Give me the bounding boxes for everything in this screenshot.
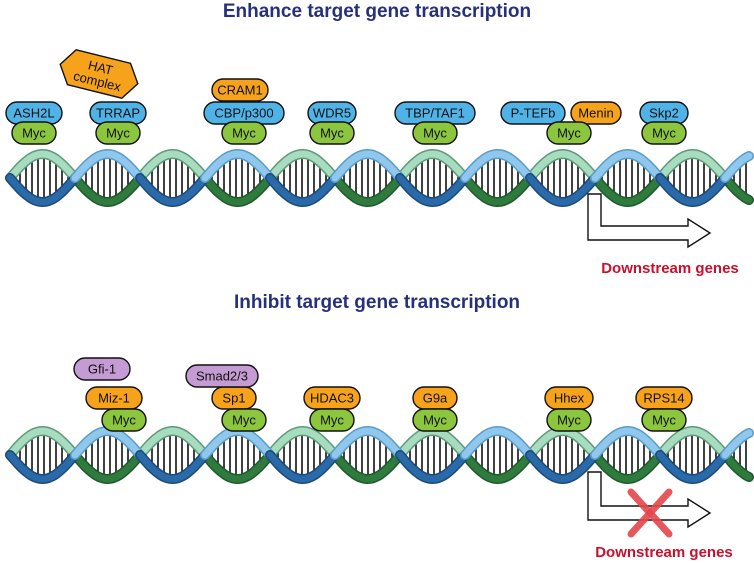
myc-protein: Myc bbox=[412, 408, 458, 432]
myc-protein-label: Myc bbox=[106, 126, 130, 141]
protein-cbp-p300: CBP/p300 bbox=[203, 101, 285, 125]
myc-protein-label: Myc bbox=[557, 413, 581, 428]
myc-protein-label: Myc bbox=[652, 413, 676, 428]
myc-protein: Myc bbox=[221, 408, 267, 432]
myc-protein: Myc bbox=[95, 121, 141, 145]
protein-cram1-label: CRAM1 bbox=[217, 83, 263, 98]
myc-protein: Myc bbox=[641, 121, 687, 145]
protein-ash2l-label: ASH2L bbox=[13, 106, 54, 121]
transcription-arrow-enhance bbox=[587, 193, 712, 249]
myc-protein: Myc bbox=[221, 121, 267, 145]
protein-sp1-label: Sp1 bbox=[222, 391, 245, 406]
dna-strand-b bbox=[5, 425, 754, 485]
protein-skp2-label: Skp2 bbox=[649, 106, 679, 121]
protein-menin-label: Menin bbox=[578, 106, 613, 121]
dna-helix-inhibit bbox=[5, 425, 754, 485]
protein-g9a: G9a bbox=[412, 386, 458, 410]
myc-protein-label: Myc bbox=[423, 413, 447, 428]
myc-protein-label: Myc bbox=[112, 413, 136, 428]
transcription-arrow-inhibit bbox=[587, 471, 712, 529]
protein-gfi-1-label: Gfi-1 bbox=[88, 362, 116, 377]
protein-hdac3-label: HDAC3 bbox=[310, 391, 354, 406]
downstream-genes-label-inhibit: Downstream genes bbox=[595, 544, 733, 561]
myc-protein-label: Myc bbox=[423, 126, 447, 141]
myc-protein: Myc bbox=[546, 408, 592, 432]
protein-trrap: TRRAP bbox=[89, 101, 147, 125]
protein-wdr5-label: WDR5 bbox=[313, 106, 351, 121]
dna-strand-a bbox=[5, 425, 754, 485]
protein-smad2-3: Smad2/3 bbox=[185, 364, 259, 388]
myc-protein: Myc bbox=[309, 121, 355, 145]
inhibit-title: Inhibit target gene transcription bbox=[234, 292, 520, 313]
downstream-genes-label-enhance: Downstream genes bbox=[601, 260, 739, 277]
dna-strand-b bbox=[5, 148, 754, 208]
blocked-transcription-icon bbox=[627, 488, 673, 538]
myc-protein: Myc bbox=[641, 408, 687, 432]
protein-cbp-p300-label: CBP/p300 bbox=[214, 106, 273, 121]
dna-helix-enhance bbox=[5, 148, 754, 208]
protein-cram1: CRAM1 bbox=[211, 78, 269, 102]
dna-strand-a bbox=[5, 148, 754, 208]
protein-p-tefb-label: P-TEFb bbox=[511, 106, 556, 121]
protein-p-tefb: P-TEFb bbox=[500, 101, 566, 125]
myc-protein-label: Myc bbox=[320, 126, 344, 141]
hat-complex-label-1: HAT bbox=[87, 57, 115, 78]
myc-protein-label: Myc bbox=[320, 413, 344, 428]
protein-tbp-taf1: TBP/TAF1 bbox=[394, 101, 476, 125]
protein-skp2: Skp2 bbox=[639, 101, 689, 125]
enhance-title: Enhance target gene transcription bbox=[223, 1, 531, 22]
protein-trrap-label: TRRAP bbox=[96, 106, 140, 121]
protein-rps14-label: RPS14 bbox=[643, 391, 684, 406]
myc-protein-label: Myc bbox=[652, 126, 676, 141]
myc-protein-label: Myc bbox=[232, 413, 256, 428]
transcription-start-arrow bbox=[587, 471, 712, 529]
myc-protein: Myc bbox=[309, 408, 355, 432]
protein-miz-1: Miz-1 bbox=[85, 386, 143, 410]
protein-gfi-1: Gfi-1 bbox=[73, 357, 131, 381]
protein-sp1: Sp1 bbox=[211, 386, 257, 410]
protein-smad2-3-label: Smad2/3 bbox=[196, 369, 248, 384]
myc-protein: Myc bbox=[101, 408, 147, 432]
myc-protein-label: Myc bbox=[557, 126, 581, 141]
myc-protein-label: Myc bbox=[22, 126, 46, 141]
protein-g9a-label: G9a bbox=[423, 391, 448, 406]
transcription-start-arrow bbox=[587, 193, 712, 249]
protein-miz-1-label: Miz-1 bbox=[98, 391, 130, 406]
protein-tbp-taf1-label: TBP/TAF1 bbox=[405, 106, 465, 121]
protein-hdac3: HDAC3 bbox=[303, 386, 361, 410]
myc-protein-label: Myc bbox=[232, 126, 256, 141]
protein-complexes-inhibit: Miz-1Gfi-1MycSp1Smad2/3MycHDAC3MycG9aMyc… bbox=[73, 357, 693, 432]
protein-hhex-label: Hhex bbox=[554, 391, 585, 406]
protein-rps14: RPS14 bbox=[635, 386, 693, 410]
myc-complex: ASH2L Myc bbox=[5, 101, 63, 145]
myc-protein: Myc bbox=[546, 121, 592, 145]
protein-wdr5: WDR5 bbox=[307, 101, 357, 125]
protein-menin: Menin bbox=[570, 101, 622, 125]
myc-protein: Myc bbox=[11, 121, 57, 145]
protein-hhex: Hhex bbox=[544, 386, 594, 410]
protein-ash2l: ASH2L bbox=[5, 101, 63, 125]
myc-protein: Myc bbox=[412, 121, 458, 145]
